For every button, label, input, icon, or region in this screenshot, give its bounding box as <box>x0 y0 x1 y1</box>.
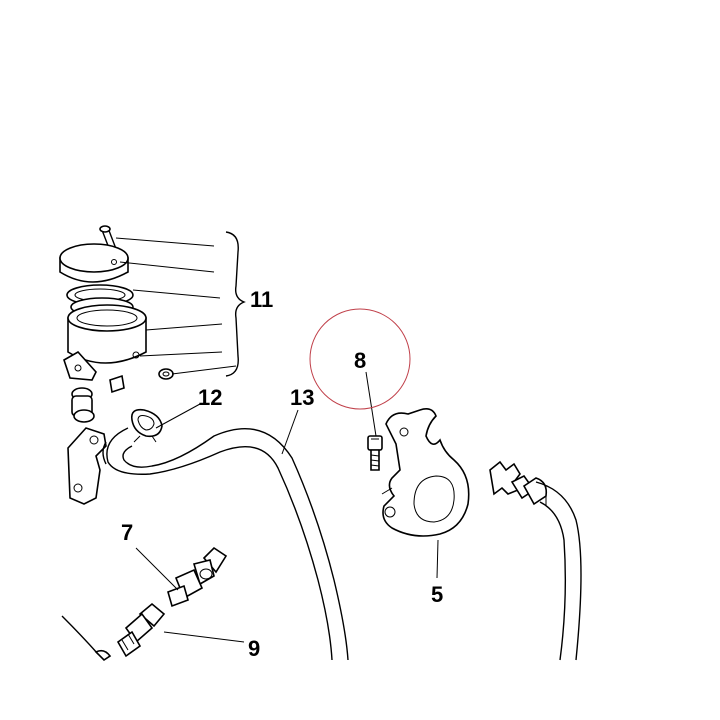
callout-11: 11 <box>250 287 273 312</box>
assembly-bracket <box>225 231 246 377</box>
reservoir-body <box>63 304 147 394</box>
callout-13: 13 <box>290 385 314 410</box>
leader-5 <box>436 539 439 579</box>
bleed-fitting <box>116 602 166 658</box>
reservoir-cap <box>59 243 129 283</box>
fluid-hose <box>102 427 349 661</box>
callout-leaders <box>135 371 439 643</box>
callout-5: 5 <box>431 582 443 607</box>
callout-9: 9 <box>248 636 260 661</box>
leader-9 <box>163 631 245 643</box>
leader-8 <box>365 371 377 437</box>
master-cylinder-assembly <box>59 225 246 394</box>
callout-7: 7 <box>121 520 133 545</box>
callout-12: 12 <box>198 385 222 410</box>
lower-left-hose <box>61 615 112 662</box>
mounting-bracket-left <box>67 387 107 505</box>
leader-7 <box>135 547 179 591</box>
callout-8: 8 <box>354 348 366 373</box>
highlight-circle <box>309 308 411 410</box>
right-hose-fitting <box>489 460 582 661</box>
hose-clip <box>130 408 163 443</box>
small-nut <box>158 368 174 380</box>
clamp-bracket <box>381 408 470 537</box>
union-fitting <box>167 546 228 608</box>
assembly-leader-lines <box>115 237 237 375</box>
socket-head-screw <box>367 435 383 471</box>
leader-13 <box>281 409 299 455</box>
leader-12 <box>155 403 201 429</box>
